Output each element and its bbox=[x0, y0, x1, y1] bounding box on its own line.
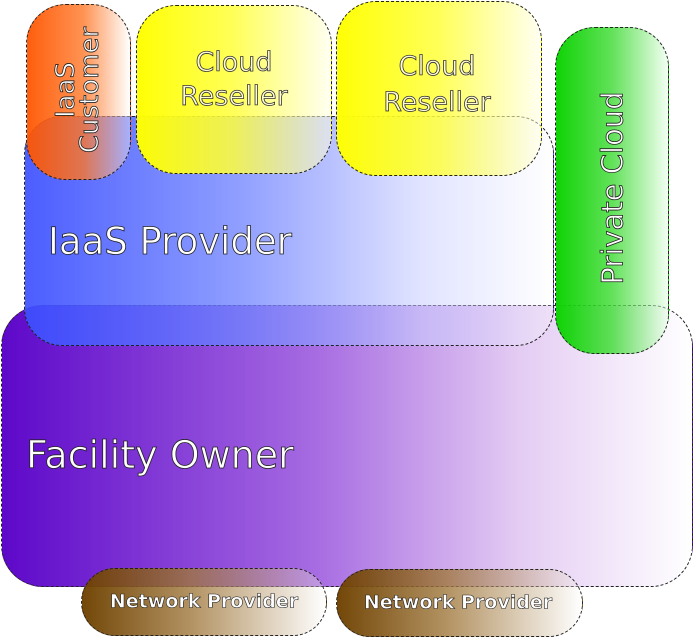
network-provider-region-2 bbox=[336, 569, 583, 637]
cloud-reseller-1-line-1: Cloud bbox=[195, 47, 273, 79]
iaas-customer-region bbox=[26, 4, 131, 180]
iaas-provider-label: IaaS Provider bbox=[48, 220, 293, 263]
iaas-customer-label: IaaS Customer bbox=[51, 26, 106, 154]
facility-owner-region bbox=[1, 305, 693, 587]
cloud-reseller-2-line-1: Cloud bbox=[398, 51, 476, 83]
cloud-reseller-1-line-2: Reseller bbox=[180, 81, 288, 113]
cloud-reseller-2-line-2: Reseller bbox=[383, 87, 491, 119]
private-cloud-region bbox=[555, 27, 669, 354]
cloud-reseller-region-2 bbox=[336, 1, 542, 176]
cloud-reseller-label-1: Cloud Reseller bbox=[180, 46, 288, 114]
facility-owner-label: Facility Owner bbox=[26, 433, 295, 477]
cloud-reseller-region-1 bbox=[136, 5, 332, 174]
cloud-reseller-label-2: Cloud Reseller bbox=[383, 49, 491, 121]
network-provider-region-1 bbox=[81, 568, 327, 636]
network-provider-label-2: Network Provider bbox=[363, 591, 553, 614]
iaas-customer-label-line-2: Customer bbox=[75, 26, 106, 154]
private-cloud-label: Private Cloud bbox=[595, 91, 630, 285]
network-provider-label-1: Network Provider bbox=[109, 590, 299, 613]
